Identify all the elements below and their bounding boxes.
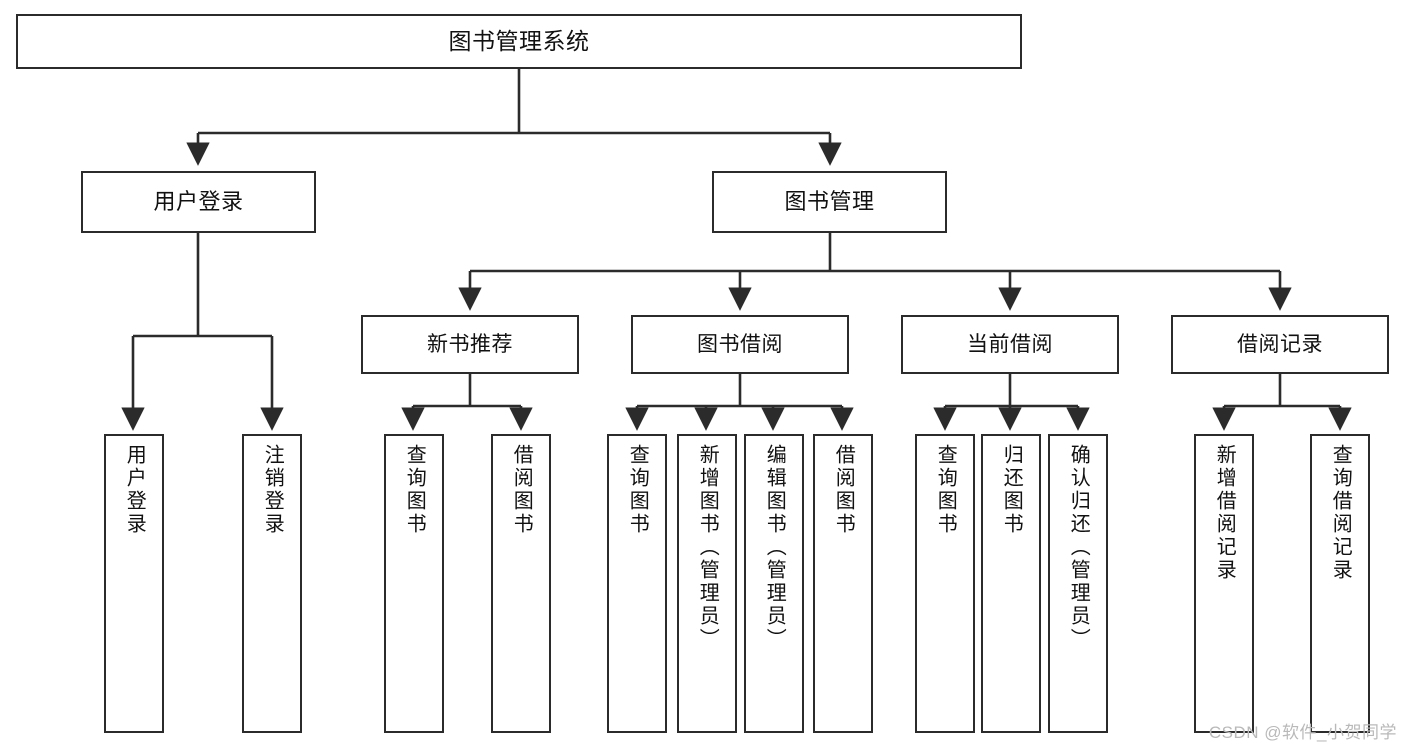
node-borrow-record[interactable]: 借阅记录	[1171, 315, 1389, 374]
node-leaf-query-book-1[interactable]: 查询图书	[384, 434, 444, 733]
node-label: 确认归还（管理员）	[1067, 444, 1090, 651]
node-label: 借阅记录	[1237, 332, 1323, 356]
node-label: 借阅图书	[510, 444, 533, 536]
node-label: 图书管理	[784, 188, 875, 214]
node-label: 归还图书	[1000, 444, 1023, 536]
node-label: 图书管理系统	[448, 28, 590, 55]
csdn-watermark: CSDN @软件_小贺同学	[1208, 723, 1397, 742]
node-new-book-recommend[interactable]: 新书推荐	[361, 315, 579, 374]
node-leaf-return-book[interactable]: 归还图书	[981, 434, 1041, 733]
node-leaf-add-book[interactable]: 新增图书（管理员）	[677, 434, 737, 733]
node-leaf-query-book-2[interactable]: 查询图书	[607, 434, 667, 733]
node-label: 编辑图书（管理员）	[763, 444, 786, 651]
node-leaf-add-borrow-record[interactable]: 新增借阅记录	[1194, 434, 1254, 733]
node-label: 查询图书	[626, 444, 649, 536]
node-label: 查询图书	[403, 444, 426, 536]
node-label: 新书推荐	[427, 332, 513, 356]
node-label: 新增借阅记录	[1213, 444, 1236, 582]
node-book-manage[interactable]: 图书管理	[712, 171, 947, 233]
node-label: 当前借阅	[967, 332, 1053, 356]
node-label: 用户登录	[123, 444, 146, 536]
node-leaf-query-book-3[interactable]: 查询图书	[915, 434, 975, 733]
node-leaf-borrow-book-1[interactable]: 借阅图书	[491, 434, 551, 733]
node-label: 查询图书	[934, 444, 957, 536]
node-book-borrow[interactable]: 图书借阅	[631, 315, 849, 374]
node-leaf-logout-login[interactable]: 注销登录	[242, 434, 302, 733]
node-leaf-user-login[interactable]: 用户登录	[104, 434, 164, 733]
node-label: 用户登录	[153, 188, 244, 214]
node-user-login[interactable]: 用户登录	[81, 171, 316, 233]
node-leaf-edit-book[interactable]: 编辑图书（管理员）	[744, 434, 804, 733]
node-label: 新增图书（管理员）	[696, 444, 719, 651]
node-label: 借阅图书	[832, 444, 855, 536]
node-label: 注销登录	[261, 444, 284, 536]
node-leaf-query-borrow-record[interactable]: 查询借阅记录	[1310, 434, 1370, 733]
node-current-borrow[interactable]: 当前借阅	[901, 315, 1119, 374]
node-leaf-confirm-return[interactable]: 确认归还（管理员）	[1048, 434, 1108, 733]
node-leaf-borrow-book-2[interactable]: 借阅图书	[813, 434, 873, 733]
node-label: 查询借阅记录	[1329, 444, 1352, 582]
node-label: 图书借阅	[697, 332, 783, 356]
node-root-system[interactable]: 图书管理系统	[16, 14, 1022, 69]
